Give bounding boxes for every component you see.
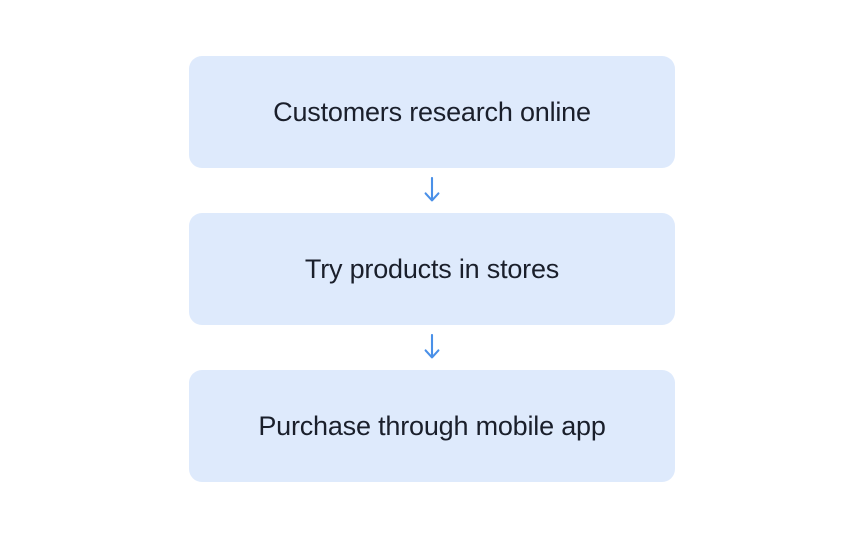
flow-connector-2	[423, 325, 441, 370]
flow-node-1-label: Customers research online	[273, 96, 591, 127]
flow-node-3-label: Purchase through mobile app	[258, 410, 606, 441]
flow-node-2-label: Try products in stores	[304, 253, 560, 284]
flow-node-3[interactable]: Purchase through mobile app	[189, 370, 675, 482]
flow-connector-1	[423, 168, 441, 213]
arrow-down-icon	[423, 333, 441, 362]
flow-node-2[interactable]: Try products in stores	[189, 213, 675, 325]
flow-node-1[interactable]: Customers research online	[189, 56, 675, 168]
arrow-down-icon	[423, 176, 441, 205]
